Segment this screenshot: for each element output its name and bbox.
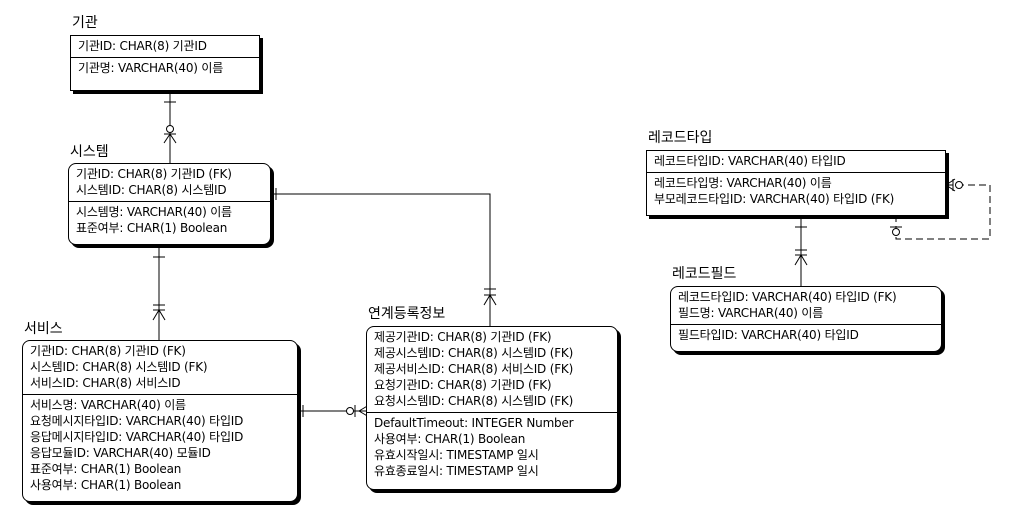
entity-recordfield[interactable]: 레코드타입ID: VARCHAR(40) 타입ID (FK) 필드명: VARC…: [670, 286, 942, 352]
entity-recordtype-attrs: 레코드타입명: VARCHAR(40) 이름 부모레코드타입ID: VARCHA…: [647, 172, 945, 210]
entity-link-attrs: DefaultTimeout: INTEGER Number 사용여부: CHA…: [367, 412, 617, 482]
attribute: 레코드타입명: VARCHAR(40) 이름: [654, 176, 832, 190]
entity-recordtype-pk: 레코드타입ID: VARCHAR(40) 타입ID: [647, 151, 945, 172]
attribute: 제공시스템ID: CHAR(8) 시스템ID (FK): [374, 346, 574, 360]
entity-org[interactable]: 기관ID: CHAR(8) 기관ID 기관명: VARCHAR(40) 이름: [70, 35, 260, 91]
attribute: 필드타입ID: VARCHAR(40) 타입ID: [678, 328, 859, 342]
rel-recordtype-recordfield: [794, 216, 808, 286]
entity-system-pk: 기관ID: CHAR(8) 기관ID (FK) 시스템ID: CHAR(8) 시…: [69, 164, 270, 201]
entity-service-pk: 기관ID: CHAR(8) 기관ID (FK) 시스템ID: CHAR(8) 시…: [23, 341, 297, 394]
attribute: 기관ID: CHAR(8) 기관ID: [78, 39, 207, 53]
entity-title-service: 서비스: [24, 321, 63, 337]
entity-title-system: 시스템: [70, 144, 109, 160]
attribute: 시스템명: VARCHAR(40) 이름: [76, 205, 232, 219]
entity-title-org: 기관: [72, 15, 98, 31]
attribute: 사용여부: CHAR(1) Boolean: [374, 432, 526, 446]
attribute: 레코드타입ID: VARCHAR(40) 타입ID (FK): [678, 290, 897, 304]
attribute: 사용여부: CHAR(1) Boolean: [30, 478, 182, 492]
attribute: 제공서비스ID: CHAR(8) 서비스ID (FK): [374, 362, 574, 376]
rel-service-link: [297, 404, 370, 418]
entity-recordfield-pk: 레코드타입ID: VARCHAR(40) 타입ID (FK) 필드명: VARC…: [671, 287, 941, 324]
attribute: 요청기관ID: CHAR(8) 기관ID (FK): [374, 378, 552, 392]
attribute: 요청시스템ID: CHAR(8) 시스템ID (FK): [374, 394, 574, 408]
entity-link[interactable]: 제공기관ID: CHAR(8) 기관ID (FK) 제공시스템ID: CHAR(…: [366, 326, 618, 490]
entity-system[interactable]: 기관ID: CHAR(8) 기관ID (FK) 시스템ID: CHAR(8) 시…: [68, 163, 271, 245]
attribute: 부모레코드타입ID: VARCHAR(40) 타입ID (FK): [654, 192, 895, 206]
entity-org-pk: 기관ID: CHAR(8) 기관ID: [71, 36, 259, 57]
entity-recordtype[interactable]: 레코드타입ID: VARCHAR(40) 타입ID 레코드타입명: VARCHA…: [646, 150, 946, 216]
rel-org-system: [163, 91, 177, 164]
entity-title-link: 연계등록정보: [368, 306, 446, 322]
rel-system-link: [270, 188, 497, 326]
attribute: DefaultTimeout: INTEGER Number: [374, 416, 574, 430]
attribute: 필드명: VARCHAR(40) 이름: [678, 306, 824, 320]
entity-system-attrs: 시스템명: VARCHAR(40) 이름 표준여부: CHAR(1) Boole…: [69, 201, 270, 239]
attribute: 응답메시지타입ID: VARCHAR(40) 타입ID: [30, 430, 244, 444]
attribute: 시스템ID: CHAR(8) 시스템ID: [76, 183, 227, 197]
entity-title-recordfield: 레코드필드: [672, 266, 737, 282]
entity-title-recordtype: 레코드타입: [648, 130, 713, 146]
attribute: 기관ID: CHAR(8) 기관ID (FK): [76, 167, 232, 181]
entity-org-attrs: 기관명: VARCHAR(40) 이름: [71, 57, 259, 79]
rel-recordtype-self: [890, 178, 991, 240]
entity-service-attrs: 서비스명: VARCHAR(40) 이름 요청메시지타입ID: VARCHAR(…: [23, 394, 297, 496]
attribute: 표준여부: CHAR(1) Boolean: [30, 462, 182, 476]
attribute: 유효시작일시: TIMESTAMP 일시: [374, 448, 539, 462]
attribute: 서비스명: VARCHAR(40) 이름: [30, 398, 186, 412]
attribute: 표준여부: CHAR(1) Boolean: [76, 221, 228, 235]
attribute: 시스템ID: CHAR(8) 시스템ID (FK): [30, 360, 208, 374]
rel-system-service: [152, 245, 166, 342]
entity-link-pk: 제공기관ID: CHAR(8) 기관ID (FK) 제공시스템ID: CHAR(…: [367, 327, 617, 412]
attribute: 유효종료일시: TIMESTAMP 일시: [374, 464, 539, 478]
entity-recordfield-attrs: 필드타입ID: VARCHAR(40) 타입ID: [671, 324, 941, 346]
attribute: 서비스ID: CHAR(8) 서비스ID: [30, 376, 181, 390]
attribute: 기관명: VARCHAR(40) 이름: [78, 61, 224, 75]
attribute: 요청메시지타입ID: VARCHAR(40) 타입ID: [30, 414, 244, 428]
attribute: 레코드타입ID: VARCHAR(40) 타입ID: [654, 154, 846, 168]
attribute: 제공기관ID: CHAR(8) 기관ID (FK): [374, 330, 552, 344]
attribute: 응답모듈ID: VARCHAR(40) 모듈ID: [30, 446, 211, 460]
entity-service[interactable]: 기관ID: CHAR(8) 기관ID (FK) 시스템ID: CHAR(8) 시…: [22, 340, 298, 502]
attribute: 기관ID: CHAR(8) 기관ID (FK): [30, 344, 186, 358]
